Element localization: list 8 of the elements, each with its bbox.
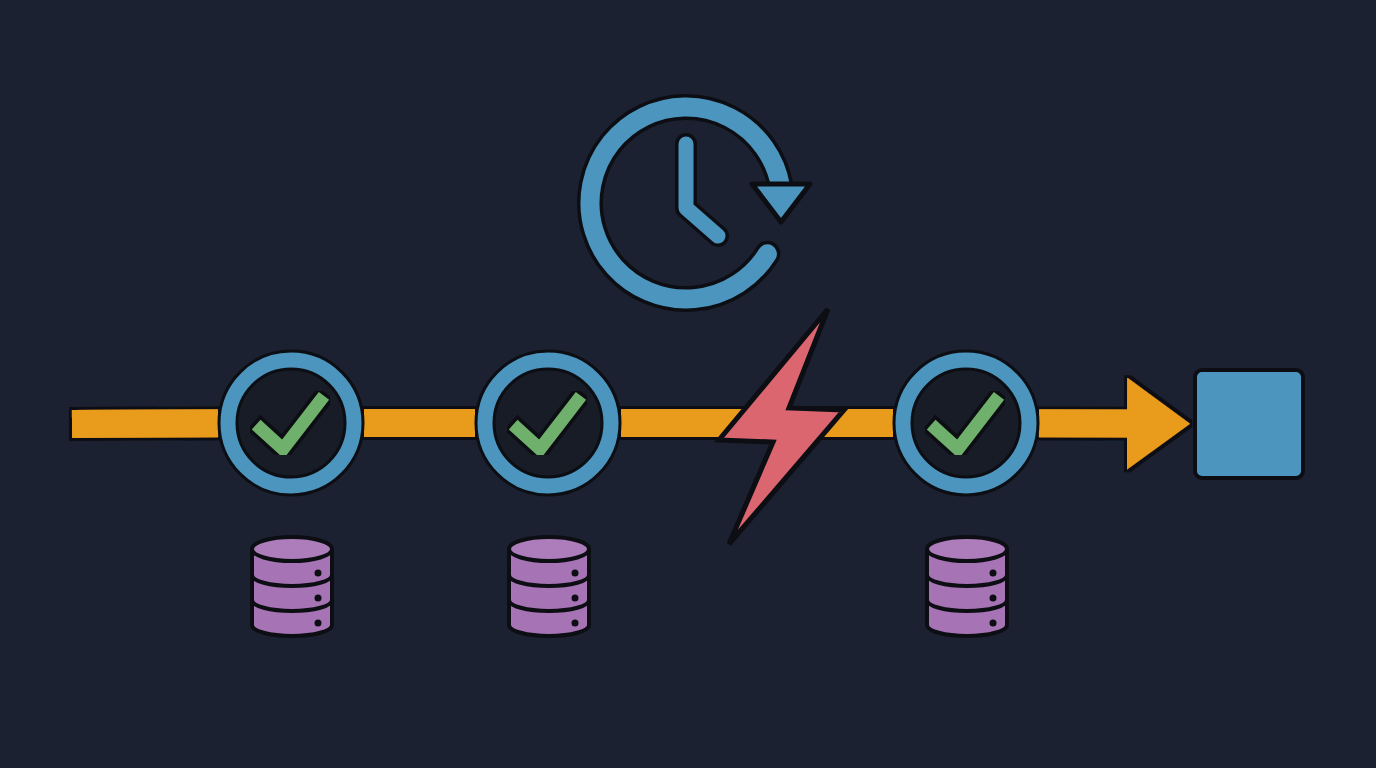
database-icon (923, 534, 1011, 640)
square-block (1193, 368, 1305, 480)
database-icon (248, 534, 336, 640)
checkpoint-ring (474, 349, 622, 497)
database-icon (505, 534, 593, 640)
checkpoint-ring (217, 349, 365, 497)
arrow (1038, 377, 1190, 470)
checkpoint-ring (892, 349, 1040, 497)
